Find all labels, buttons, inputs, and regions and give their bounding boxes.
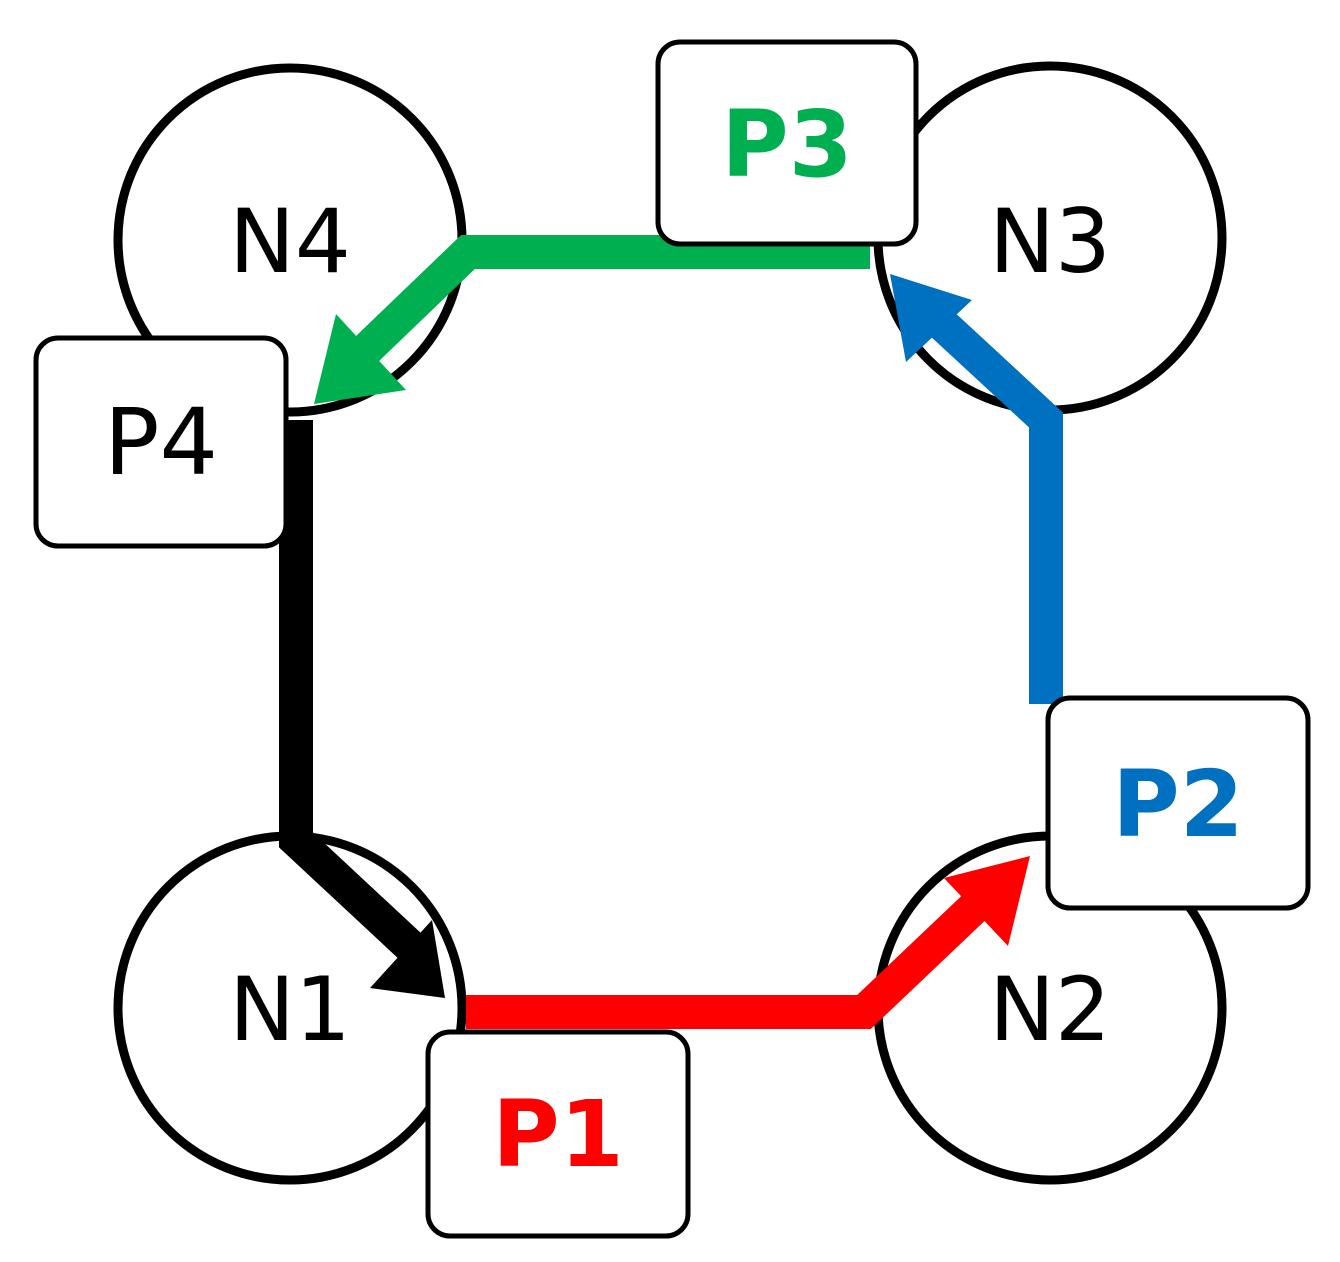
path-box-p4-rect [33,335,289,549]
node-n2-label: N2 [989,958,1111,1061]
arrow-p3-shaft [354,235,870,363]
arrow-p3-head [314,314,406,404]
path-box-p4: P4 [33,335,289,549]
arrow-p2-head [890,274,972,362]
node-n4-label: N4 [229,190,351,293]
arrow-p3 [314,235,870,404]
path-box-p2-rect [1045,695,1311,911]
arrow-p2-shaft [928,309,1063,704]
arrow-p4-head [370,920,445,998]
arrow-p2 [890,274,1063,704]
node-n1-label: N1 [229,958,351,1061]
arrow-p1 [466,856,1030,1029]
node-n3: N3 [873,61,1227,415]
arrow-p4-shaft [279,420,424,961]
node-n1: N1 [113,831,467,1185]
path-box-p4-label: P4 [104,389,218,496]
path-box-p3-label: P3 [721,91,852,198]
path-box-p3: P3 [655,39,919,247]
arrow-p4 [279,420,445,998]
path-box-p1-label: P1 [492,1081,623,1188]
path-box-p2: P2 [1045,695,1311,911]
path-box-p1-rect [425,1029,691,1239]
path-box-p2-label: P2 [1112,751,1243,858]
path-box-p1: P1 [425,1029,691,1239]
arrow-p1-shaft [466,885,996,1029]
node-n3-label: N3 [989,190,1111,293]
path-box-p3-rect [655,39,919,247]
arrow-p1-head [944,856,1030,946]
